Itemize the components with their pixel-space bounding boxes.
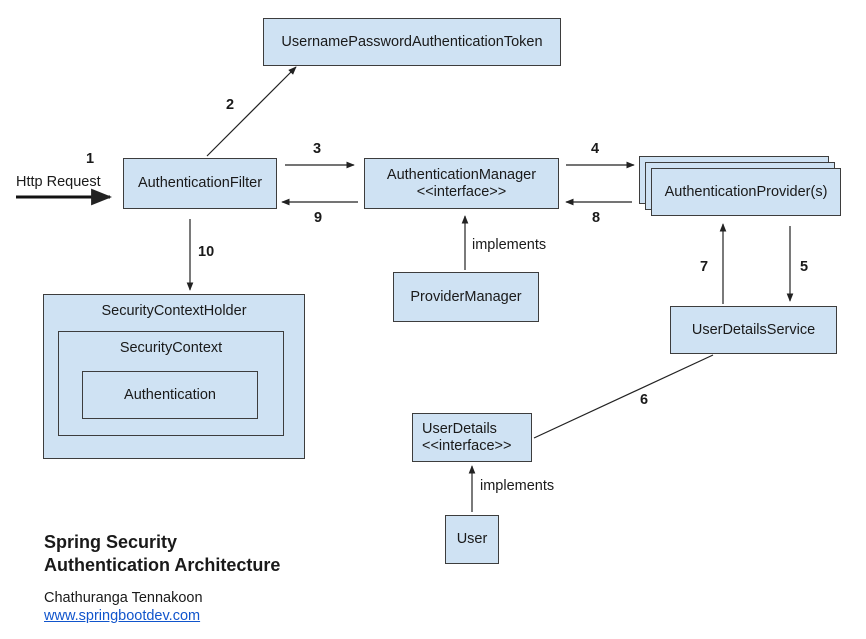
token-box: UsernamePasswordAuthenticationToken bbox=[263, 18, 561, 66]
user-details-box: UserDetails <<interface>> bbox=[412, 413, 532, 462]
line-6-uds-to-userdetails bbox=[533, 354, 714, 439]
security-context-holder-label: SecurityContextHolder bbox=[101, 303, 247, 319]
security-context-label: SecurityContext bbox=[119, 340, 223, 356]
authentication-manager-box: AuthenticationManager <<interface>> bbox=[364, 158, 559, 209]
step-4: 4 bbox=[591, 141, 600, 157]
provider-manager-box: ProviderManager bbox=[393, 272, 539, 322]
user-details-stereotype: <<interface>> bbox=[422, 437, 512, 454]
diagram-title-line2: Authentication Architecture bbox=[44, 555, 281, 575]
http-request-label: Http Request bbox=[16, 174, 101, 190]
authentication-provider-label: AuthenticationProvider(s) bbox=[664, 183, 828, 200]
user-details-label: UserDetails bbox=[422, 420, 497, 437]
token-label: UsernamePasswordAuthenticationToken bbox=[281, 33, 543, 50]
diagram-title-line1: Spring Security bbox=[44, 532, 178, 552]
provider-manager-label: ProviderManager bbox=[410, 288, 522, 305]
step-8: 8 bbox=[592, 210, 601, 226]
authentication-label: Authentication bbox=[124, 386, 216, 403]
authentication-manager-stereotype: <<interface>> bbox=[416, 183, 507, 200]
step-10: 10 bbox=[198, 244, 215, 260]
authentication-manager-label: AuthenticationManager bbox=[386, 166, 537, 183]
step-2: 2 bbox=[226, 97, 235, 113]
step-3: 3 bbox=[313, 141, 322, 157]
step-5: 5 bbox=[800, 259, 809, 275]
implements-manager-label: implements bbox=[472, 237, 547, 253]
step-9: 9 bbox=[314, 210, 323, 226]
website-link-wrap: www.springbootdev.com bbox=[44, 608, 200, 624]
authentication-filter-box: AuthenticationFilter bbox=[123, 158, 277, 209]
author-name: Chathuranga Tennakoon bbox=[44, 590, 203, 606]
arrow-2-filter-to-token bbox=[206, 66, 297, 157]
user-details-service-box: UserDetailsService bbox=[670, 306, 837, 354]
authentication-box: Authentication bbox=[82, 371, 258, 419]
user-box: User bbox=[445, 515, 499, 564]
authentication-filter-label: AuthenticationFilter bbox=[137, 175, 263, 191]
user-label: User bbox=[456, 531, 488, 547]
implements-user-label: implements bbox=[480, 478, 555, 494]
step-7: 7 bbox=[700, 259, 709, 275]
website-link[interactable]: www.springbootdev.com bbox=[44, 608, 201, 624]
step-1: 1 bbox=[86, 151, 95, 167]
authentication-provider-box: AuthenticationProvider(s) bbox=[651, 168, 841, 216]
user-details-service-label: UserDetailsService bbox=[691, 321, 816, 338]
step-6: 6 bbox=[640, 392, 649, 408]
